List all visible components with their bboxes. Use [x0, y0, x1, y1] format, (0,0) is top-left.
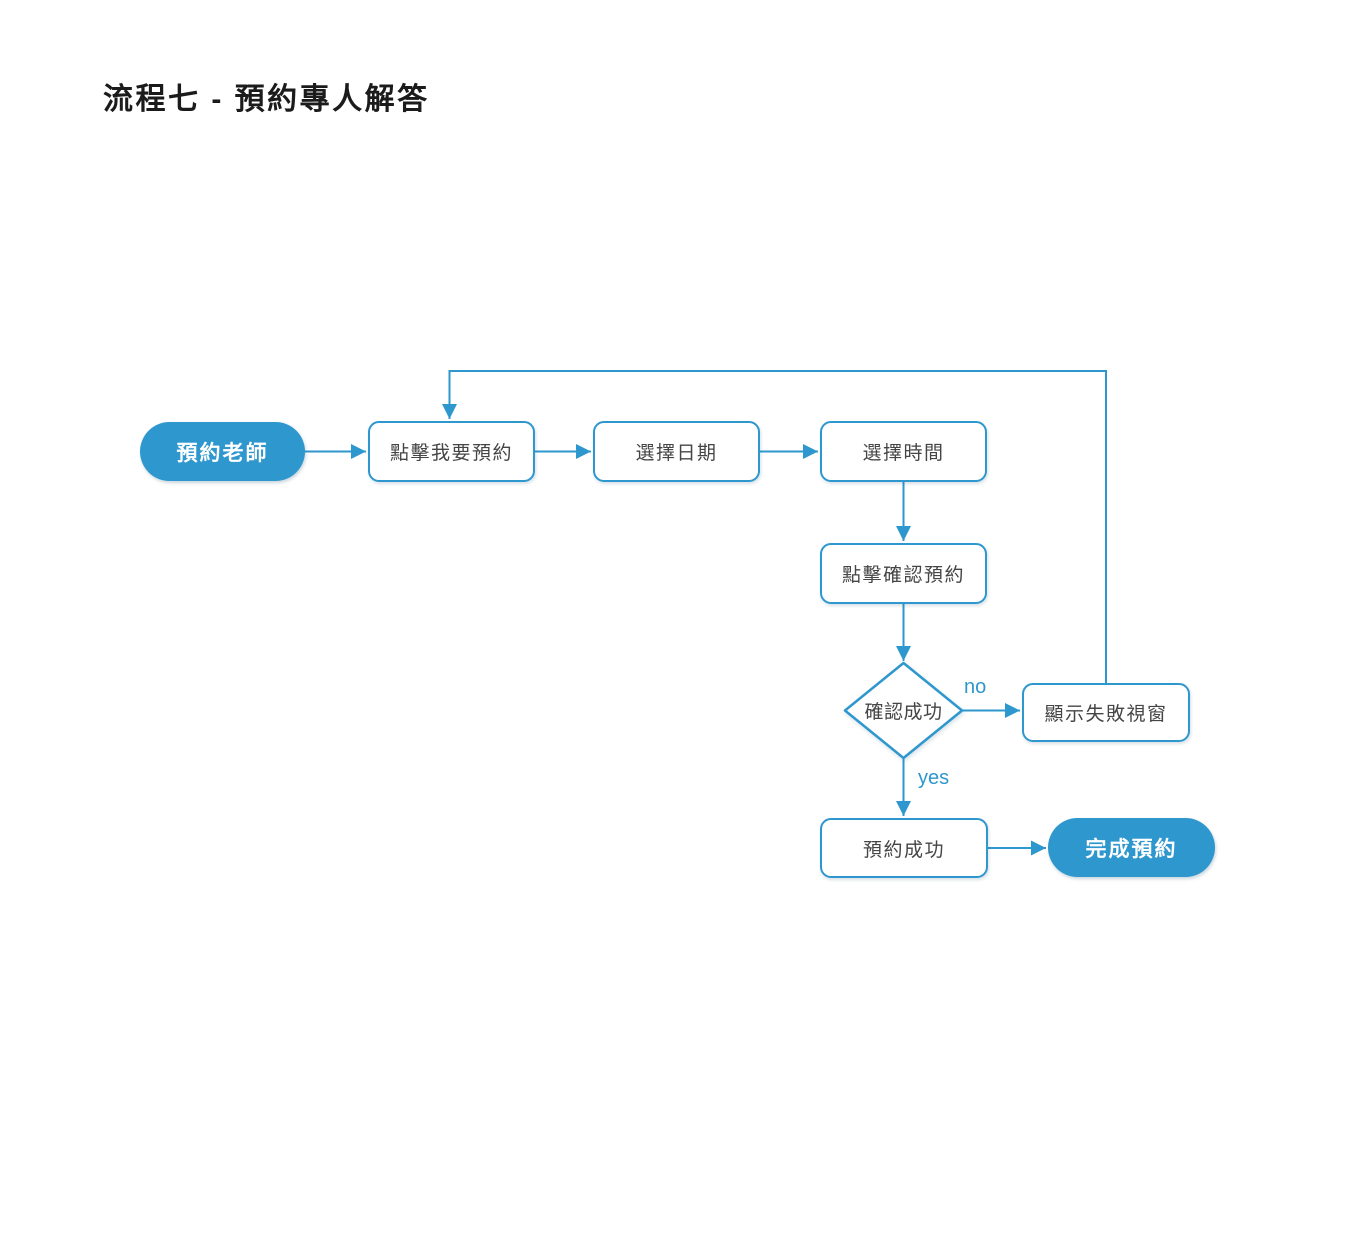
decision-label: 確認成功 [864, 702, 943, 723]
process-show-failure-label: 顯示失敗視窗 [1044, 704, 1168, 725]
decision-diamond-shape [843, 661, 964, 760]
end-node-label: 完成預約 [1085, 837, 1178, 861]
process-click-book: 點擊我要預約 [368, 421, 535, 482]
edge-label-yes: yes [918, 767, 950, 789]
process-show-failure: 顯示失敗視窗 [1022, 683, 1190, 742]
process-select-time-label: 選擇時間 [862, 443, 945, 464]
edge-label-no: no [964, 676, 987, 698]
process-click-confirm: 點擊確認預約 [820, 543, 987, 604]
process-select-date: 選擇日期 [593, 421, 760, 482]
page-title: 流程七 - 預約專人解答 [103, 83, 430, 116]
process-click-confirm-label: 點擊確認預約 [841, 565, 965, 586]
start-node-label: 預約老師 [176, 441, 269, 465]
process-click-book-label: 點擊我要預約 [389, 443, 513, 464]
process-select-date-label: 選擇日期 [635, 443, 718, 464]
process-select-time: 選擇時間 [820, 421, 987, 482]
process-booking-success-label: 預約成功 [862, 839, 945, 861]
process-booking-success: 預約成功 [820, 818, 988, 878]
start-node: 預約老師 [140, 422, 305, 481]
end-node: 完成預約 [1048, 818, 1215, 877]
edge-showfailure-loop-clickbook [442, 370, 1107, 683]
